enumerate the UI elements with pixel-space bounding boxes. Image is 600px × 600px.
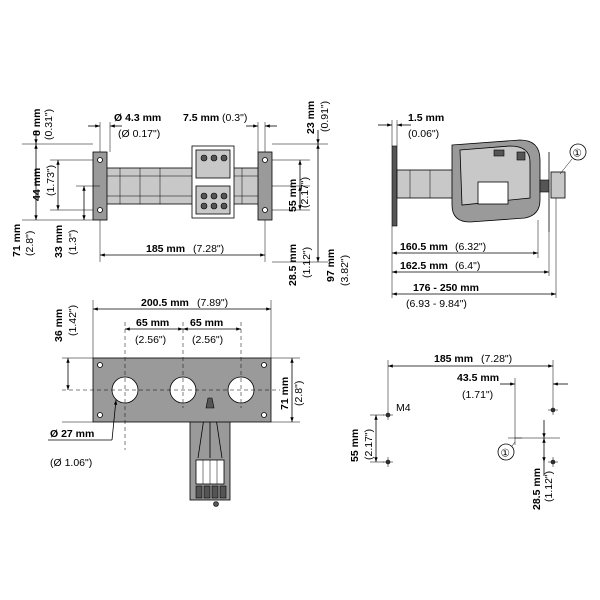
label-hole-diameter: Ø 4.3 mm bbox=[114, 112, 161, 124]
label-185mm-holes-in: (7.28") bbox=[481, 353, 512, 365]
callout-circle-2 bbox=[497, 443, 515, 461]
label-44mm: 44 mm bbox=[31, 168, 43, 201]
label-8mm: 8 mm bbox=[31, 109, 43, 136]
m4-hole-right-bottom bbox=[548, 457, 558, 467]
label-1-5mm: 1.5 mm bbox=[408, 112, 444, 124]
side-view: ① 1.5 mm (0.06") 160.5 mm (6.32") 162.5 … bbox=[378, 112, 587, 310]
label-71mm: 71 mm bbox=[11, 224, 23, 257]
side-knob bbox=[550, 171, 566, 199]
label-23mm: 23 mm bbox=[305, 101, 317, 134]
label-200-5mm-in: (7.89") bbox=[197, 297, 228, 309]
label-1-5mm-in: (0.06") bbox=[408, 128, 439, 140]
label-160-5mm-in: (6.32") bbox=[455, 241, 486, 253]
m4-hole-left-top bbox=[383, 410, 393, 420]
label-27mm-in: (Ø 1.06") bbox=[50, 457, 92, 469]
label-65mm-a: 65 mm bbox=[136, 317, 169, 329]
label-27mm: Ø 27 mm bbox=[50, 428, 94, 440]
label-55mm-holes: 55 mm bbox=[349, 429, 361, 462]
label-71mm-plate-in: (2.8") bbox=[293, 381, 305, 406]
label-162-5mm: 162.5 mm bbox=[400, 260, 448, 272]
panel-plate bbox=[391, 145, 398, 227]
label-65mm-a-in: (2.56") bbox=[135, 334, 166, 346]
label-162-5mm-in: (6.4") bbox=[455, 260, 480, 272]
label-28-5mm: 28.5 mm bbox=[287, 244, 299, 286]
label-65mm-b: 65 mm bbox=[190, 317, 223, 329]
shaft-body bbox=[99, 167, 269, 205]
label-185mm-in: (7.28") bbox=[193, 243, 224, 255]
label-55mm-in: (2.17") bbox=[299, 177, 311, 208]
label-185mm-holes: 185 mm bbox=[434, 353, 473, 365]
label-33mm: 33 mm bbox=[53, 225, 65, 258]
label-23mm-in: (0.91") bbox=[319, 101, 331, 132]
callout-label: ① bbox=[573, 148, 583, 160]
label-8mm-in: (0.31") bbox=[43, 109, 55, 140]
label-160-5mm: 160.5 mm bbox=[400, 241, 448, 253]
label-36mm-in: (1.42") bbox=[67, 305, 79, 336]
label-hole-diameter-in: (Ø 0.17") bbox=[118, 128, 160, 140]
label-7-5mm-in: (0.3") bbox=[222, 112, 247, 124]
label-43-5mm: 43.5 mm bbox=[457, 372, 499, 384]
label-33mm-in: (1.3") bbox=[67, 230, 79, 255]
callout-circle bbox=[569, 143, 587, 161]
side-shaft bbox=[396, 169, 458, 199]
label-44mm-in: (1.73") bbox=[45, 165, 57, 196]
label-55mm-holes-in: (2.17") bbox=[363, 429, 375, 460]
callout-label-2: ① bbox=[501, 448, 511, 460]
label-71mm-plate: 71 mm bbox=[279, 377, 291, 410]
label-97mm-in: (3.82") bbox=[339, 255, 351, 286]
label-m4: M4 bbox=[396, 402, 411, 414]
front-view: Ø 4.3 mm (Ø 0.17") 7.5 mm (0.3") 8 mm (0… bbox=[11, 101, 351, 286]
label-28-5mm-in: (1.12") bbox=[301, 247, 313, 278]
m4-hole-left-bottom bbox=[383, 457, 393, 467]
label-43-5mm-in: (1.71") bbox=[462, 389, 493, 401]
label-185mm: 185 mm bbox=[146, 243, 185, 255]
label-176-250mm: 176 - 250 mm bbox=[413, 282, 479, 294]
label-176-250mm-in: (6.93 - 9.84") bbox=[406, 298, 467, 310]
hole-pattern-view: 185 mm (7.28") 43.5 mm (1.71") M4 55 mm … bbox=[349, 353, 568, 510]
label-97mm: 97 mm bbox=[325, 249, 337, 282]
label-7-5mm: 7.5 mm bbox=[183, 112, 219, 124]
label-36mm: 36 mm bbox=[53, 309, 65, 342]
label-55mm: 55 mm bbox=[287, 179, 299, 212]
label-28-5mm-holes-in: (1.12") bbox=[543, 471, 555, 502]
label-28-5mm-holes: 28.5 mm bbox=[531, 468, 543, 510]
label-65mm-b-in: (2.56") bbox=[192, 334, 223, 346]
plate-view: 200.5 mm (7.89") 65 mm (2.56") 65 mm (2.… bbox=[48, 297, 305, 507]
label-200-5mm: 200.5 mm bbox=[141, 297, 189, 309]
label-71mm-in: (2.8") bbox=[24, 231, 36, 256]
m4-hole-right-top bbox=[548, 405, 558, 415]
